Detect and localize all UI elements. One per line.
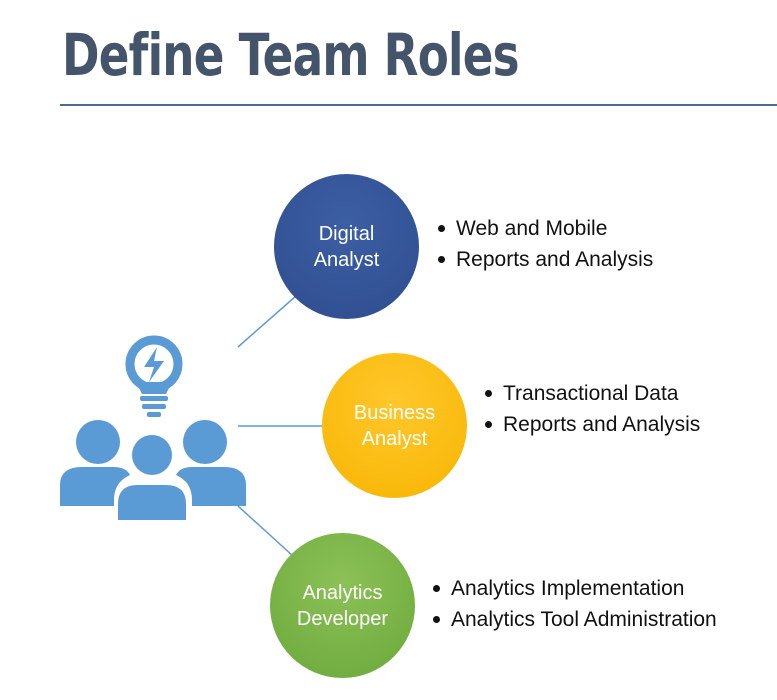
bullet-item: Reports and Analysis	[483, 409, 700, 440]
title-divider	[60, 104, 777, 106]
bullet-item: Transactional Data	[483, 378, 700, 409]
role-circle-analytics-developer: Analytics Developer	[270, 533, 415, 678]
role-circle-business-analyst: Business Analyst	[322, 353, 467, 498]
role-bullets-business-analyst: Transactional Data Reports and Analysis	[483, 378, 700, 440]
bullet-item: Reports and Analysis	[436, 244, 653, 275]
page-title: Define Team Roles	[62, 21, 520, 89]
bullet-item: Web and Mobile	[436, 213, 653, 244]
role-bullets-analytics-developer: Analytics Implementation Analytics Tool …	[431, 573, 717, 635]
team-idea-icon	[60, 335, 246, 522]
bullet-item: Analytics Implementation	[431, 573, 717, 604]
connector-analytics-developer	[237, 505, 294, 557]
role-bullets-digital-analyst: Web and Mobile Reports and Analysis	[436, 213, 653, 275]
connector-digital-analyst	[237, 295, 297, 348]
role-circle-digital-analyst: Digital Analyst	[274, 174, 419, 319]
bullet-item: Analytics Tool Administration	[431, 604, 717, 635]
